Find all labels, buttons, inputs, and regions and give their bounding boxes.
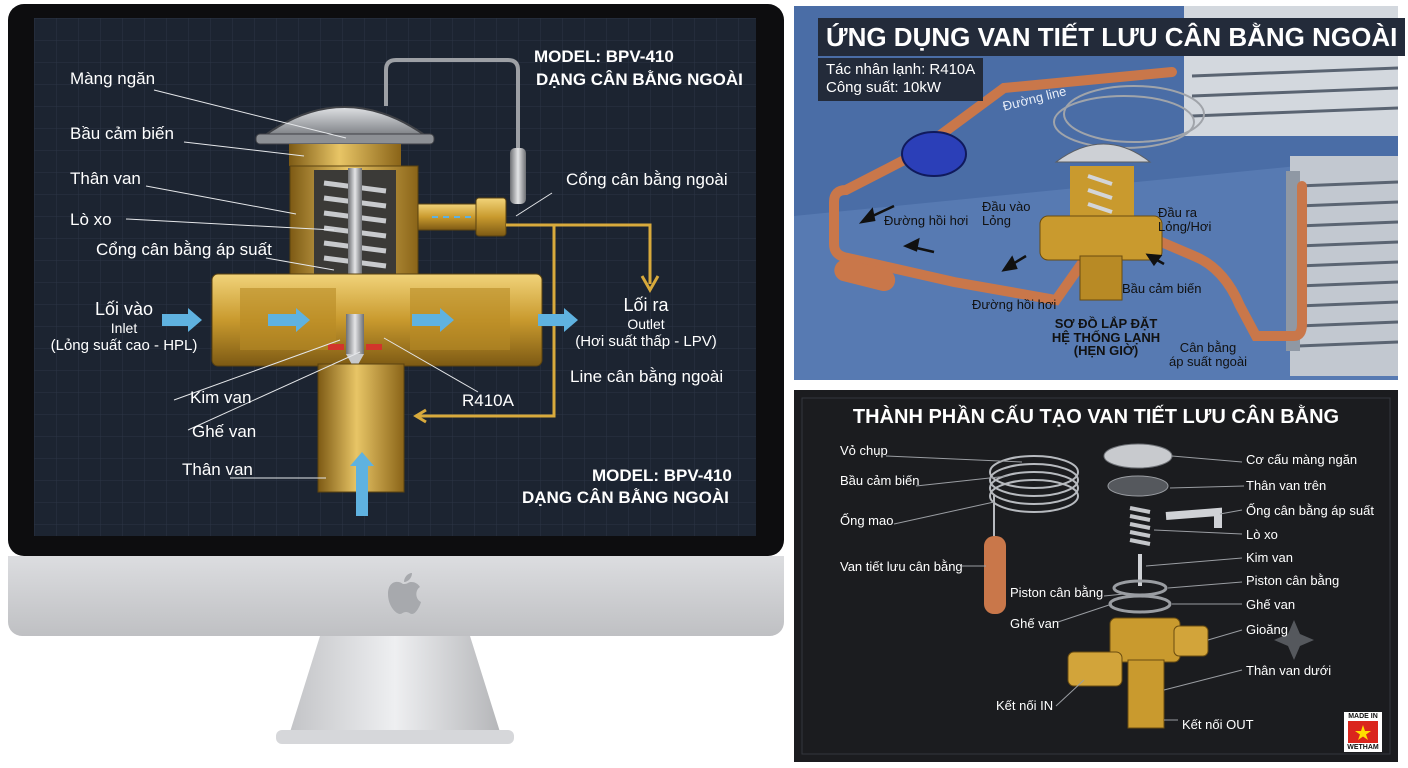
- install-valve: [1039, 143, 1163, 301]
- spring-shape: [1129, 506, 1151, 546]
- diaphragm-plate: [255, 133, 435, 145]
- outlet-desc: (Hơi suất thấp - LPV): [575, 333, 717, 350]
- parts-exploded-view: [801, 397, 1391, 755]
- parts-title: THÀNH PHẦN CẤU TẠO VAN TIẾT LƯU CÂN BẰNG: [852, 406, 1340, 428]
- subtitle-bottom: DẠNG CÂN BẰNG NGOÀI: [522, 488, 729, 507]
- label-install-diagram: SƠ ĐỒ LẮP ĐẶT HỆ THỐNG LẠNH (HẸN GIỜ): [1051, 316, 1161, 359]
- parts-leader-lines: [885, 455, 1245, 721]
- label-seat: Ghế van: [192, 422, 257, 441]
- part-right-9: Kết nối OUT: [1182, 717, 1254, 732]
- inlet-desc: (Lỏng suất cao - HPL): [50, 337, 198, 354]
- leader-lines: [125, 89, 553, 479]
- badge-top-text: MADE IN: [1348, 713, 1378, 720]
- monitor-stand: [276, 636, 514, 744]
- filter-drier: [901, 131, 967, 177]
- part-right-2: Ống cân bằng áp suất: [1246, 503, 1374, 518]
- copper-pipes: [829, 67, 1307, 341]
- inlet-en: Inlet: [110, 320, 138, 336]
- label-spring: Lò xo: [70, 210, 112, 229]
- spec-refrigerant: Tác nhân lạnh: R410A: [826, 61, 976, 78]
- subtitle-top: DẠNG CÂN BẰNG NGOÀI: [536, 70, 743, 89]
- install-arrows: [858, 204, 1165, 272]
- spec-capacity: Công suất: 10kW: [826, 79, 942, 96]
- model-title-top: MODEL: BPV-410: [534, 47, 674, 66]
- label-pressure-port: Cổng cân bằng áp suất: [96, 240, 272, 259]
- needle-shape: [346, 314, 364, 354]
- part-right-0: Cơ cấu màng ngăn: [1246, 452, 1358, 467]
- flow-arrows: [162, 308, 578, 516]
- part-right-1: Thân van trên: [1246, 478, 1327, 493]
- install-title: ỨNG DỤNG VAN TIẾT LƯU CÂN BẰNG NGOÀI: [818, 18, 1406, 56]
- condenser-coil: [1184, 6, 1398, 376]
- label-refrigerant: R410A: [462, 391, 514, 410]
- cap-shape: [1103, 443, 1173, 469]
- inlet-title: Lối vào: [94, 299, 154, 319]
- part-right-4: Kim van: [1246, 550, 1293, 565]
- label-external-line: Line cân bằng ngoài: [570, 367, 724, 386]
- apple-logo-icon: [388, 573, 421, 614]
- label-return-bottom: Đường hồi hơi: [972, 297, 1057, 312]
- outlet-title: Lối ra: [623, 295, 669, 315]
- badge-bottom-text: WETHAM: [1347, 744, 1379, 751]
- label-sensor-bulb: Bầu cảm biến: [70, 124, 174, 143]
- label-return-left: Đường hồi hơi: [884, 213, 969, 228]
- label-diaphragm: Màng ngăn: [70, 69, 156, 88]
- label-bulb: Bầu cảm biến: [1122, 281, 1202, 296]
- label-needle: Kim van: [190, 388, 252, 407]
- parts-panel: [794, 390, 1398, 762]
- part-right-3: Lò xo: [1246, 527, 1278, 542]
- part-left-0: Vỏ chụp: [840, 443, 888, 458]
- label-valve-body-top: Thân van: [70, 169, 141, 188]
- part-left-2: Ống mao: [840, 513, 894, 528]
- valve-cross-section-diagram: [34, 18, 756, 536]
- made-in-badge: MADE IN WETHAM: [1344, 712, 1382, 752]
- label-inlet: Đầu vào Lỏng: [982, 199, 1031, 228]
- part-right-6: Ghế van: [1246, 597, 1296, 612]
- sensor-bulb-shape: [834, 259, 896, 292]
- part-left-1: Bầu cảm biến: [840, 473, 920, 488]
- bulb-shape: [984, 536, 1006, 614]
- monitor-screen: [34, 18, 756, 536]
- label-outlet: Đầu ra Lỏng/Hơi: [1158, 205, 1212, 234]
- part-left-4: Piston cân bằng: [1010, 585, 1104, 600]
- label-external-port: Cổng cân bằng ngoài: [566, 170, 728, 189]
- part-left-5: Ghế van: [1010, 616, 1060, 631]
- capillary-coil: [989, 455, 1079, 513]
- diaphragm-shape: [1107, 475, 1169, 497]
- part-right-5: Piston cân bằng: [1246, 573, 1340, 588]
- part-left-3: Van tiết lưu cân bằng: [840, 559, 963, 574]
- label-valve-body-bottom: Thân van: [182, 460, 253, 479]
- install-specs: Tác nhân lạnh: R410A Công suất: 10kW: [818, 58, 984, 101]
- part-right-8: Thân van dưới: [1246, 663, 1332, 678]
- sensor-bulb-shape: [510, 148, 526, 204]
- label-balance: Cân bằng áp suất ngoài: [1168, 340, 1248, 369]
- model-title-bottom: MODEL: BPV-410: [592, 466, 732, 485]
- outlet-en: Outlet: [627, 316, 665, 332]
- brass-body: [1067, 617, 1209, 729]
- flag-icon: [1348, 721, 1378, 743]
- install-panel: [794, 6, 1398, 380]
- part-right-7: Gioăng: [1246, 622, 1288, 637]
- part-left-6: Kết nối IN: [996, 698, 1054, 713]
